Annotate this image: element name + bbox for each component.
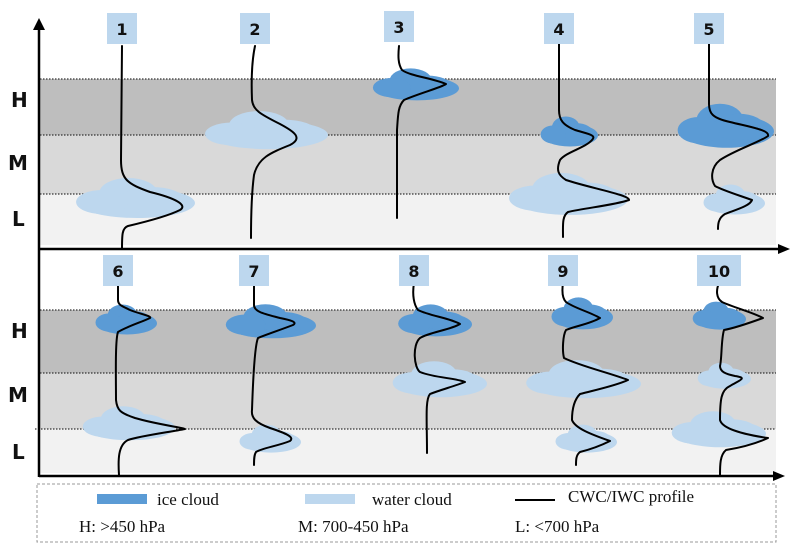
bottom-level-label-l: L bbox=[12, 440, 25, 464]
ice-cloud-case-10-1 bbox=[692, 301, 746, 330]
bottom-level-label-h: H bbox=[11, 319, 28, 343]
case-label-1: 1 bbox=[107, 13, 137, 44]
case-number: 4 bbox=[553, 20, 564, 39]
case-label-6: 6 bbox=[103, 255, 133, 286]
top-level-label-h: H bbox=[11, 88, 28, 112]
profile-line-3 bbox=[396, 45, 447, 219]
level-labels: H M L H M L bbox=[8, 88, 28, 464]
case-label-box bbox=[384, 11, 414, 42]
ice-cloud-swatch bbox=[97, 494, 147, 504]
bottom-level-label-m: M bbox=[8, 383, 28, 407]
case-label-9: 9 bbox=[548, 255, 578, 286]
axes bbox=[33, 18, 790, 481]
case-label-box bbox=[548, 255, 578, 286]
case-label-box bbox=[107, 13, 137, 44]
profile-line-5 bbox=[708, 39, 769, 230]
case-label-3: 3 bbox=[384, 11, 414, 42]
water-cloud-swatch bbox=[305, 494, 355, 504]
case-label-box bbox=[697, 255, 741, 286]
water-cloud-case-2-1 bbox=[205, 111, 328, 150]
case-label-box bbox=[103, 255, 133, 286]
legend-level-h: H: >450 hPa bbox=[79, 517, 166, 536]
case-number: 1 bbox=[116, 20, 127, 39]
case-number: 3 bbox=[393, 18, 404, 37]
legend-box bbox=[36, 483, 777, 543]
ice-cloud-case-3-1 bbox=[372, 68, 459, 101]
case-label-7: 7 bbox=[239, 255, 269, 286]
profile-line-2 bbox=[250, 45, 298, 239]
profile-line-6 bbox=[114, 282, 186, 476]
bottom-band-low bbox=[40, 429, 776, 473]
case-number: 9 bbox=[557, 262, 568, 281]
case-number: 7 bbox=[248, 262, 259, 281]
case-number: 10 bbox=[708, 262, 730, 281]
y-axis-arrowhead bbox=[33, 18, 45, 30]
case-number: 6 bbox=[112, 262, 123, 281]
ice-cloud-case-4-1 bbox=[540, 116, 598, 147]
profile-line-10 bbox=[716, 282, 769, 476]
water-cloud-case-1-1 bbox=[76, 178, 195, 218]
case-label-box bbox=[694, 13, 724, 44]
bottom-x-axis-arrowhead bbox=[773, 471, 785, 481]
legend-profile-label: CWC/IWC profile bbox=[568, 487, 694, 506]
case-label-box bbox=[239, 255, 269, 286]
profile-line-4 bbox=[557, 39, 631, 238]
case-label-box bbox=[544, 13, 574, 44]
legend-level-m: M: 700-450 hPa bbox=[298, 517, 409, 536]
case-label-box bbox=[399, 255, 429, 286]
legend: ice cloud water cloud CWC/IWC profile H:… bbox=[36, 483, 777, 543]
case-labels: 1 2 3 4 5 6 7 8 9 10 bbox=[103, 11, 741, 286]
clouds-layer bbox=[76, 68, 774, 453]
top-x-axis-arrowhead bbox=[778, 244, 790, 254]
profile-line-8 bbox=[412, 282, 466, 454]
water-cloud-case-5-2 bbox=[703, 184, 765, 215]
case-label-8: 8 bbox=[399, 255, 429, 286]
case-label-4: 4 bbox=[544, 13, 574, 44]
profiles-layer bbox=[114, 39, 769, 476]
ice-cloud-case-5-1 bbox=[677, 103, 774, 148]
legend-level-l: L: <700 hPa bbox=[515, 517, 600, 536]
case-label-2: 2 bbox=[240, 13, 270, 44]
water-cloud-case-8-2 bbox=[392, 361, 487, 398]
legend-ice-label: ice cloud bbox=[157, 490, 219, 509]
top-band-mid bbox=[40, 135, 776, 194]
case-label-5: 5 bbox=[694, 13, 724, 44]
ice-cloud-case-7-1 bbox=[225, 304, 316, 339]
top-level-label-m: M bbox=[8, 151, 28, 175]
top-level-label-l: L bbox=[12, 207, 25, 231]
profile-line-1 bbox=[120, 45, 184, 250]
case-number: 5 bbox=[703, 20, 714, 39]
case-number: 8 bbox=[408, 262, 419, 281]
case-label-box bbox=[240, 13, 270, 44]
case-label-10: 10 bbox=[697, 255, 741, 286]
profile-line-7 bbox=[250, 282, 296, 466]
case-number: 2 bbox=[249, 20, 260, 39]
legend-water-label: water cloud bbox=[372, 490, 452, 509]
profile-line-9 bbox=[561, 282, 629, 466]
